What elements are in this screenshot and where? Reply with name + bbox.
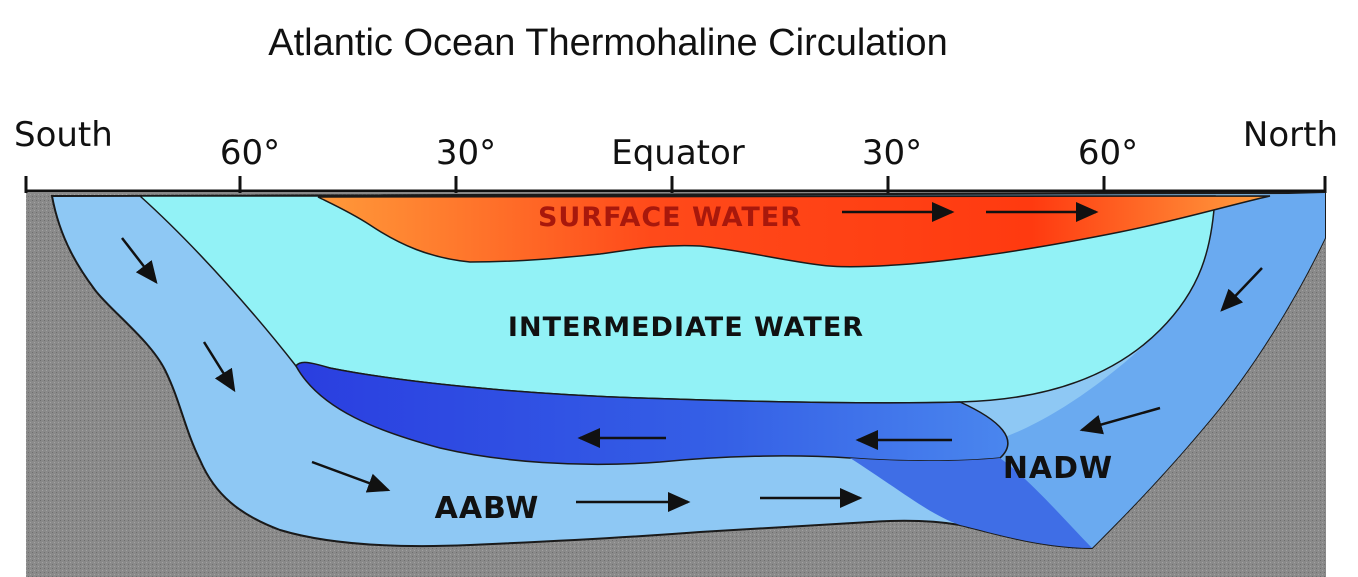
axis-label-equator: Equator [611,133,745,173]
nadw-sinking-arrow-2 [1079,406,1161,435]
aabw-sinking-arrow-2 [202,341,236,393]
nadw-label: NADW [1003,451,1113,486]
aabw-arrow-1 [311,460,391,493]
nadw-water-mass [900,193,1325,548]
latitude-axis: South 60° 30° Equator 30° 60° North [14,115,1338,193]
axis-label-60-south: 60° [220,133,280,173]
aabw-label: AABW [435,491,540,526]
axis-label-30-south: 30° [436,133,496,173]
aabw-sinking-arrow-1 [121,237,158,284]
axis-label-60-north: 60° [1078,133,1138,173]
surface-water-label: SURFACE WATER [538,202,802,233]
axis-label-30-north: 30° [862,133,922,173]
nadw-sinking-arrow-1 [1220,267,1263,312]
surface-water-mass [317,195,1271,268]
intermediate-water-label: INTERMEDIATE WATER [508,312,864,343]
flow-arrows [121,202,1263,512]
deep-water-lower-band [850,458,1092,548]
axis-label-north: North [1243,115,1338,155]
diagram-title: Atlantic Ocean Thermohaline Circulation [268,22,947,64]
axis-label-south: South [14,115,113,155]
